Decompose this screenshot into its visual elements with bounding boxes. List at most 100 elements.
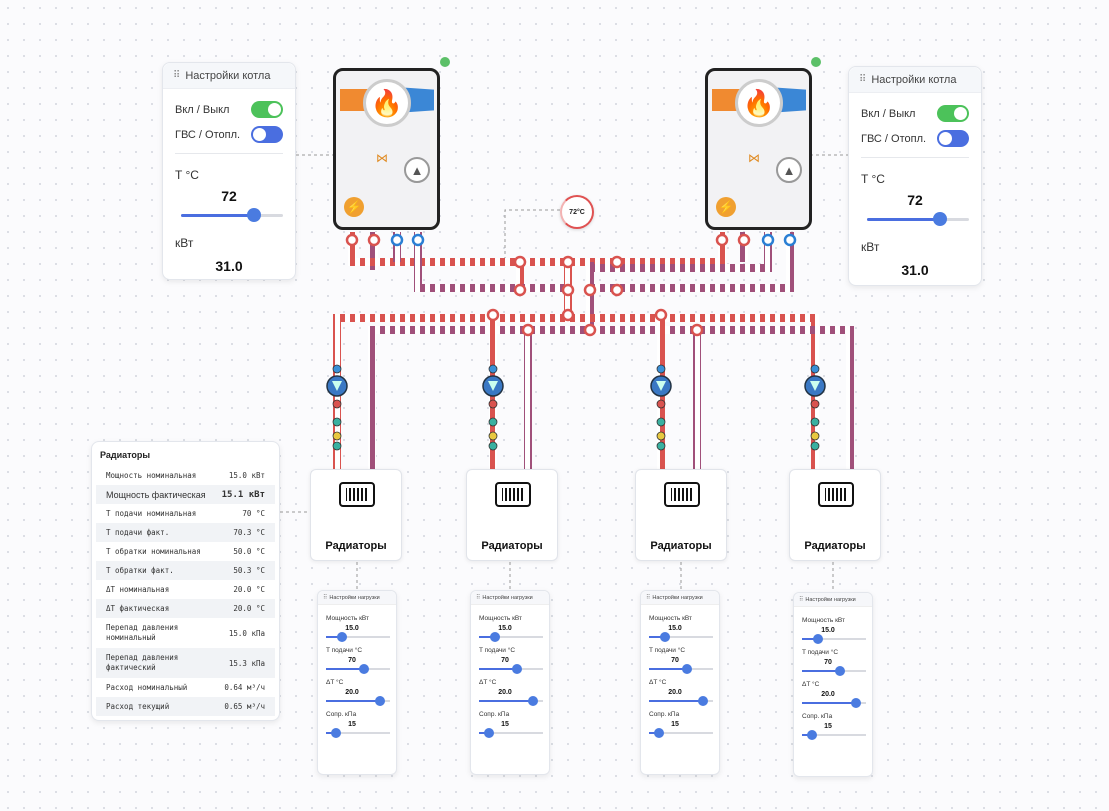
value-slider[interactable] <box>649 664 713 674</box>
power-label: Вкл / Выкл <box>861 107 916 120</box>
value-slider[interactable] <box>867 212 969 226</box>
slider-thumb[interactable] <box>698 696 709 706</box>
value-slider[interactable] <box>802 730 866 740</box>
pipe-connector <box>411 233 425 247</box>
slider-thumb[interactable] <box>528 696 539 706</box>
radiator-unit[interactable]: Радиаторы <box>310 469 402 561</box>
radiator-unit[interactable]: Радиаторы <box>466 469 558 561</box>
fitting-icon <box>810 431 820 441</box>
fitting-icon <box>488 364 498 374</box>
drag-handle-icon[interactable]: ⠿ <box>799 597 804 603</box>
param-label: Сопр. кПа <box>802 713 833 720</box>
slider-thumb[interactable] <box>933 212 948 226</box>
status-indicator <box>811 57 821 67</box>
row-value: 0.64 м³/ч <box>224 683 265 692</box>
drag-handle-icon[interactable]: ⠿ <box>476 595 481 601</box>
fitting-icon <box>656 399 666 409</box>
power-toggle[interactable] <box>251 101 283 118</box>
value-slider[interactable] <box>326 728 390 738</box>
param-label: Мощность кВт <box>326 615 370 622</box>
param-label: Мощность кВт <box>802 617 846 624</box>
radiator-label: Радиаторы <box>804 540 866 552</box>
panel-title: Настройки нагрузки <box>805 596 856 603</box>
value-slider[interactable] <box>479 696 543 706</box>
value-slider[interactable] <box>802 666 866 676</box>
slider-thumb[interactable] <box>682 664 693 674</box>
value-slider[interactable] <box>479 632 543 642</box>
param-label: Мощность кВт <box>479 615 523 622</box>
fitting-icon <box>656 441 666 451</box>
value-slider[interactable] <box>326 632 390 642</box>
value-slider[interactable] <box>326 696 390 706</box>
pipe-connector <box>345 233 359 247</box>
power-toggle[interactable] <box>937 105 969 122</box>
slider-thumb[interactable] <box>653 728 664 738</box>
slider-thumb[interactable] <box>483 728 494 738</box>
pipe <box>368 326 854 470</box>
pipe-connector <box>737 233 751 247</box>
param-value: 15.0 <box>821 627 835 634</box>
pipe <box>590 232 794 292</box>
pipe-connector <box>783 233 797 247</box>
panel-title: Настройки нагрузки <box>482 594 533 601</box>
mode-toggle[interactable] <box>937 130 969 147</box>
slider-thumb[interactable] <box>375 696 386 706</box>
pump-arrow-icon <box>656 381 666 391</box>
row-label: Перепад давления номинальный <box>106 623 179 642</box>
param-label: T подачи °C <box>479 647 516 654</box>
slider-thumb[interactable] <box>337 632 347 642</box>
slider-thumb[interactable] <box>835 666 846 676</box>
row-label: T обратки факт. <box>106 566 174 575</box>
value-slider[interactable] <box>479 664 543 674</box>
slider-thumb[interactable] <box>806 730 817 740</box>
value-slider[interactable] <box>649 728 713 738</box>
drag-handle-icon[interactable]: ⠿ <box>323 595 328 601</box>
kw-label: кВт <box>861 240 880 254</box>
pipe-connector <box>715 233 729 247</box>
slider-thumb[interactable] <box>330 728 341 738</box>
mode-toggle[interactable] <box>251 126 283 143</box>
pipe-connector <box>367 233 381 247</box>
drag-handle-icon[interactable]: ⠿ <box>646 595 651 601</box>
value-slider[interactable] <box>181 208 283 222</box>
drag-handle-icon[interactable]: ⠿ <box>173 70 180 81</box>
value-slider[interactable] <box>649 632 713 642</box>
temp-value: 72 <box>221 188 237 204</box>
value-slider[interactable] <box>326 664 390 674</box>
param-label: Сопр. кПа <box>479 711 510 718</box>
slider-thumb[interactable] <box>247 208 262 222</box>
radiator-label: Радиаторы <box>650 540 712 552</box>
param-value: 70 <box>501 657 509 664</box>
slider-thumb[interactable] <box>813 634 823 644</box>
kw-label: кВт <box>175 236 194 250</box>
value-slider[interactable] <box>802 634 866 644</box>
status-indicator <box>440 57 450 67</box>
value-slider[interactable] <box>802 698 866 708</box>
boiler-left[interactable]: 🔥 ▲ ⋈ ⚡ <box>333 68 440 230</box>
temp-label: T °C <box>861 172 885 186</box>
param-value: 15 <box>501 721 509 728</box>
radiator-unit[interactable]: Радиаторы <box>789 469 881 561</box>
value-slider[interactable] <box>649 696 713 706</box>
fitting-icon <box>656 417 666 427</box>
slider-thumb[interactable] <box>359 664 370 674</box>
fitting-icon <box>656 364 666 374</box>
param-label: Сопр. кПа <box>649 711 680 718</box>
slider-thumb[interactable] <box>851 698 862 708</box>
temperature-gauge: 72°C <box>560 195 594 229</box>
slider-thumb[interactable] <box>660 632 670 642</box>
pipe-connector <box>561 255 575 269</box>
pipe-connector <box>761 233 775 247</box>
drag-handle-icon[interactable]: ⠿ <box>859 74 866 85</box>
fitting-icon <box>332 441 342 451</box>
pipe-connector <box>486 308 500 322</box>
slider-thumb[interactable] <box>490 632 500 642</box>
power-label: Вкл / Выкл <box>175 103 230 116</box>
value-slider[interactable] <box>479 728 543 738</box>
radiator-unit[interactable]: Радиаторы <box>635 469 727 561</box>
row-label: Мощность номинальная <box>106 471 197 480</box>
boiler-right[interactable]: 🔥 ▲ ⋈ ⚡ <box>705 68 812 230</box>
slider-thumb[interactable] <box>512 664 523 674</box>
